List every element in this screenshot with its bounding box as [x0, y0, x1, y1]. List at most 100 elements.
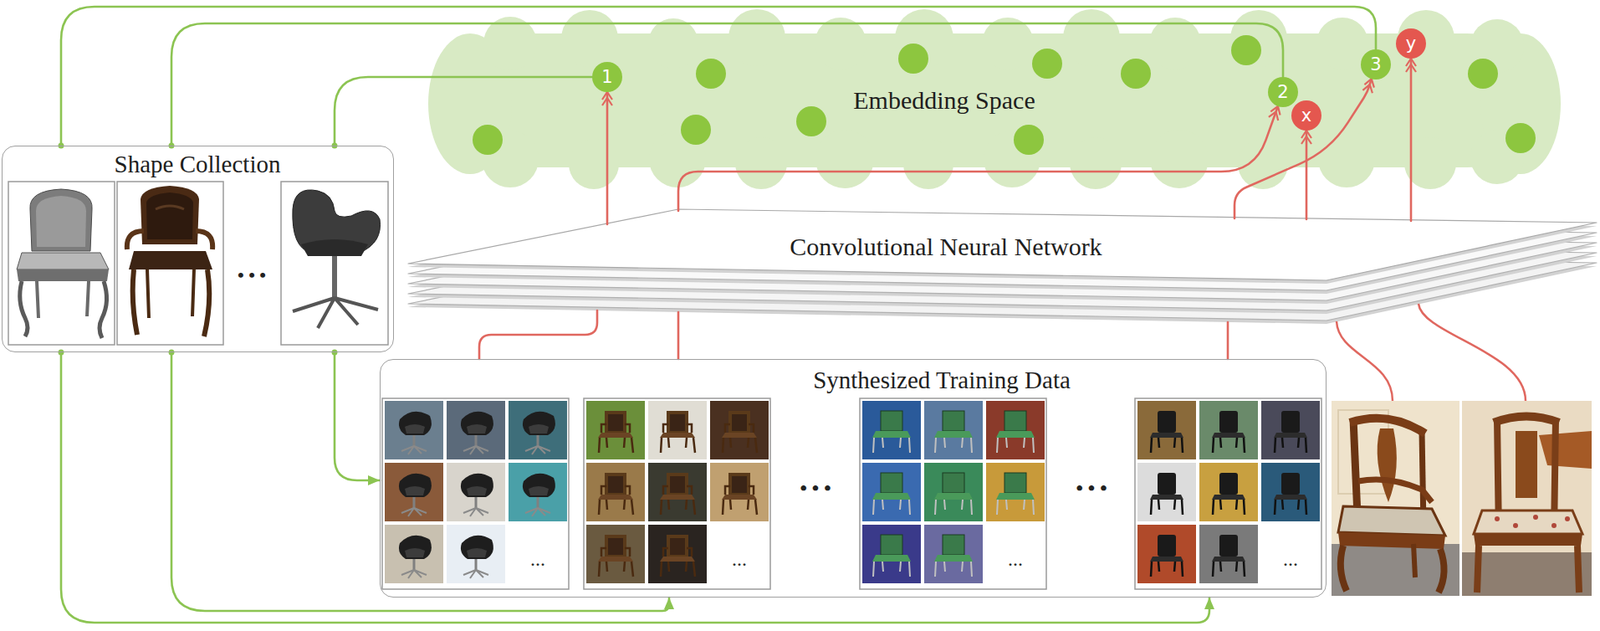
- training-image: [934, 534, 973, 577]
- training-image: [446, 524, 506, 583]
- training-image: [710, 462, 769, 522]
- embedding-dot: [898, 43, 929, 74]
- embedding-cloud: [568, 138, 619, 190]
- query-photo: [1338, 506, 1446, 536]
- shape-point: 2: [1267, 76, 1299, 108]
- training-image: [659, 472, 696, 515]
- training-image: [1211, 534, 1246, 577]
- training-image: [460, 535, 494, 578]
- embedding-cloud: [814, 17, 867, 70]
- query-photo: [1494, 516, 1500, 522]
- shape-link: [61, 352, 1210, 623]
- embedding-cloud: [1149, 17, 1202, 70]
- training-image: [648, 462, 707, 522]
- chair-model: [132, 269, 210, 337]
- training-image: [659, 534, 696, 577]
- training-image: [384, 400, 444, 460]
- network-link: [678, 106, 1278, 211]
- training-image: [384, 400, 1320, 583]
- chair-model: [146, 192, 194, 240]
- training-image: [1137, 400, 1197, 460]
- embedding-dot: [1013, 124, 1044, 155]
- embedding-cloud: [981, 17, 1034, 70]
- chair-model: [332, 255, 338, 298]
- image-group: [382, 398, 569, 589]
- shape-point: 1: [592, 61, 623, 93]
- query-photo: [1473, 533, 1583, 546]
- shape-link: [61, 6, 1376, 146]
- ellipsis-mark: ...: [1007, 547, 1023, 571]
- arrow-head: [1301, 136, 1312, 144]
- query-line: [1418, 303, 1526, 401]
- training-image: [996, 410, 1035, 453]
- chair-model: [140, 185, 200, 245]
- chair-model: [155, 205, 185, 210]
- training-image: [398, 473, 432, 517]
- arrow-head: [368, 475, 380, 486]
- image-group: [382, 398, 1322, 589]
- training-image: [986, 400, 1045, 460]
- arrow-head: [1204, 597, 1215, 609]
- training-image: [648, 400, 707, 460]
- training-image: [398, 535, 432, 578]
- training-image: [1137, 524, 1197, 583]
- training-image: [586, 524, 645, 583]
- ellipsis-mark: • • •: [799, 476, 831, 500]
- training-image: [598, 410, 634, 453]
- query-photo: [1338, 531, 1446, 549]
- node-title: Embedding Space: [853, 86, 1035, 115]
- arrow-head: [1268, 112, 1278, 121]
- training-image: [446, 400, 506, 460]
- query-photo: [1473, 510, 1583, 534]
- chair-model: [16, 252, 109, 270]
- point-number: y: [1405, 33, 1416, 54]
- network-link: [479, 310, 598, 359]
- training-data-box: Synthesized Training Data......• • •...•…: [379, 358, 1327, 598]
- network-link: [1305, 130, 1309, 220]
- image-group: [583, 398, 771, 589]
- image-group: [1134, 398, 1322, 589]
- training-image: [924, 462, 983, 522]
- chair-model: [117, 181, 224, 345]
- arrow-head: [602, 97, 613, 106]
- point-number: 1: [601, 66, 613, 87]
- image-group: [859, 398, 1047, 589]
- query-photo: [1461, 400, 1592, 596]
- query-line: [1336, 321, 1393, 401]
- embedding-cloud: [1069, 137, 1122, 190]
- training-image: [934, 472, 973, 515]
- embedding-cloud: [728, 9, 786, 67]
- embedding-dot: [1120, 58, 1151, 89]
- training-image: [721, 472, 757, 515]
- embedding-dot: [695, 58, 726, 89]
- training-image: [924, 524, 983, 583]
- training-image: [384, 524, 444, 583]
- query-photo: [1331, 400, 1460, 596]
- embedding-cloud: [648, 18, 699, 69]
- chair-model: [20, 281, 108, 338]
- query-photo: [1513, 522, 1519, 528]
- link-start-dot: [58, 349, 65, 356]
- shape-link: [334, 352, 380, 481]
- chair-model: [128, 250, 213, 270]
- training-image: [460, 411, 494, 455]
- query-photo: [1331, 543, 1460, 596]
- arrow-head: [1362, 84, 1372, 93]
- chair-model: [117, 181, 224, 345]
- query-photo: [1515, 430, 1538, 498]
- ellipsis-mark: ...: [731, 547, 747, 571]
- link-start-dot: [332, 349, 338, 356]
- query-photo: [1377, 428, 1397, 502]
- query-photo: [1564, 516, 1570, 522]
- query-photo: [1358, 479, 1432, 502]
- training-image: [384, 462, 444, 522]
- ellipsis-mark: ...: [530, 547, 546, 571]
- training-image: [996, 472, 1035, 515]
- shape-link: [334, 76, 593, 146]
- embedding-dot: [1032, 48, 1063, 79]
- training-image: [1137, 462, 1197, 522]
- training-image: [1261, 400, 1320, 460]
- training-image: [508, 400, 568, 460]
